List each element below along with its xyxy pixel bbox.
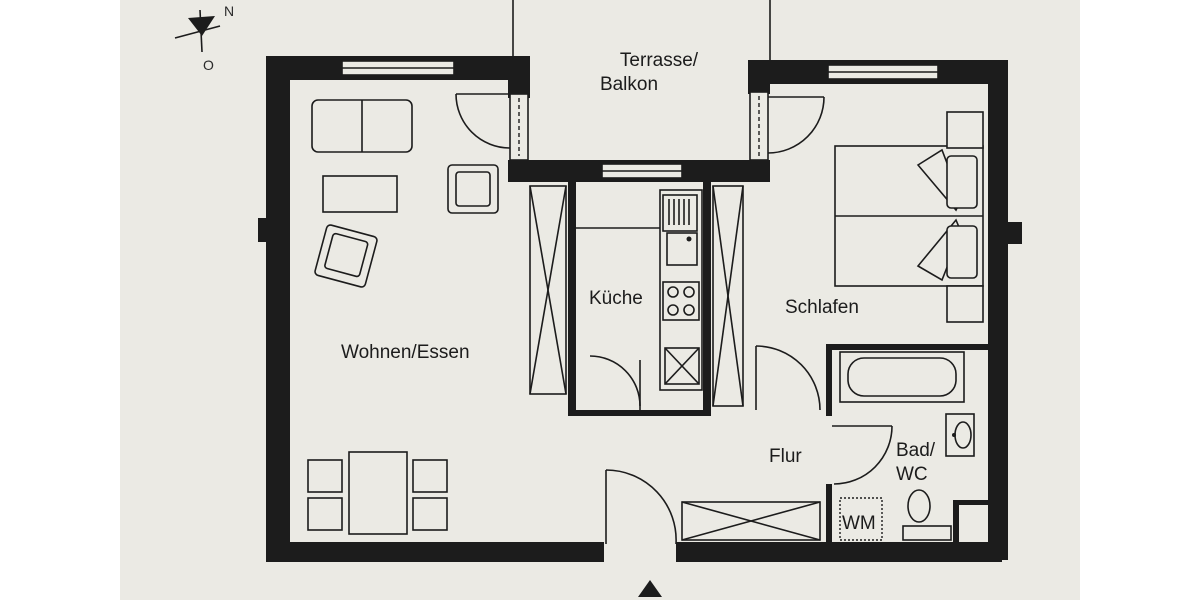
bathroom-door xyxy=(832,425,893,485)
bathtub xyxy=(839,351,965,403)
compass-icon: N O xyxy=(174,3,234,73)
bathroom-label-line2: WC xyxy=(896,464,928,485)
bedroom-label: Schlafen xyxy=(785,297,859,318)
bathroom-sink xyxy=(945,413,975,457)
sofa xyxy=(311,99,413,153)
toilet xyxy=(902,489,952,541)
terrace-door-right xyxy=(749,91,825,161)
hall-label: Flur xyxy=(769,446,802,467)
bedroom-door xyxy=(755,345,821,411)
entrance-arrow-icon xyxy=(638,580,662,597)
wardrobe-living xyxy=(529,185,567,395)
exterior-walls xyxy=(258,56,1022,562)
nightstand-bottom xyxy=(946,285,984,323)
wardrobe-hall xyxy=(681,501,821,541)
wardrobe-bedroom xyxy=(712,185,744,407)
coffee-table xyxy=(322,175,398,213)
armchair-right xyxy=(447,164,499,214)
terrace-door-left xyxy=(455,93,529,161)
armchair-left xyxy=(314,224,378,288)
entrance-door xyxy=(605,469,677,545)
bathroom-label-line1: Bad/ xyxy=(896,440,936,461)
kitchen-label: Küche xyxy=(589,288,643,309)
terrace-label-line2: Balkon xyxy=(600,74,658,95)
living-room-label: Wohnen/Essen xyxy=(341,342,470,363)
terrace-label-line1: Terrasse/ xyxy=(620,50,699,71)
floor-plan-paper: N O xyxy=(120,0,1080,600)
kitchen-door xyxy=(589,355,641,410)
windows xyxy=(341,60,939,179)
floor-plan: N O xyxy=(174,0,1022,597)
compass-south-label: O xyxy=(203,57,214,73)
kitchen-counter xyxy=(576,189,703,391)
bed xyxy=(834,145,984,287)
dining-set xyxy=(307,451,448,535)
compass-north-label: N xyxy=(224,3,234,19)
nightstand-top xyxy=(946,111,984,149)
washing-machine-label: WM xyxy=(842,513,876,534)
interior-walls xyxy=(568,182,988,546)
washing-machine xyxy=(839,497,883,541)
